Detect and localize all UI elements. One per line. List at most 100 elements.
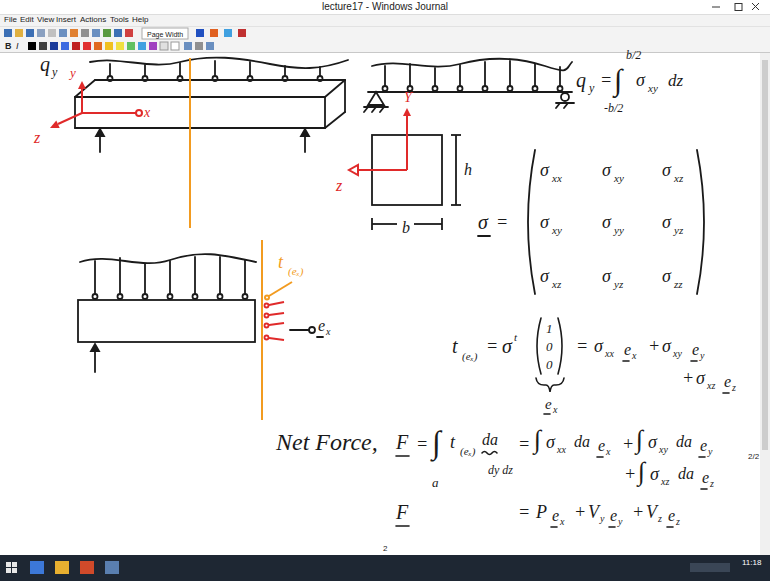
window-chrome-part xyxy=(752,3,759,10)
axis-label: z xyxy=(336,178,342,194)
window-chrome-part xyxy=(195,42,203,50)
journal-page xyxy=(0,53,770,555)
differential: da xyxy=(574,434,590,450)
stress-symbol: σ xyxy=(594,337,603,355)
beam-3d-part xyxy=(318,76,323,81)
vector-entry: 0 xyxy=(546,358,553,371)
beam-free-body-part xyxy=(94,261,96,294)
vector-symbol: e xyxy=(668,508,675,524)
beam-free-body-part xyxy=(309,327,315,333)
window-chrome-part xyxy=(0,52,770,53)
equation-marks-part xyxy=(558,318,562,374)
stress-symbol: σ xyxy=(540,267,549,285)
traction-arrows-part xyxy=(269,302,284,305)
force-symbol: F xyxy=(396,502,408,522)
simply-supported-beam-part xyxy=(383,86,388,91)
equation-marks-part xyxy=(667,526,673,528)
beam-3d xyxy=(75,58,348,152)
beam-3d-part xyxy=(143,76,148,81)
coordinate-axes-part xyxy=(58,113,82,124)
beam-free-body-part xyxy=(144,264,146,294)
subscript: x xyxy=(553,405,557,415)
dimension-label: h xyxy=(464,162,472,178)
coordinate-axes-part xyxy=(82,112,136,114)
force-component: V xyxy=(646,503,657,521)
simply-supported-beam-part xyxy=(508,86,513,91)
cut-section-part xyxy=(261,240,263,420)
stress-symbol: σ xyxy=(662,213,671,231)
window-chrome-part xyxy=(105,42,113,50)
toolbar-button: I xyxy=(16,42,19,51)
stress-symbol: σ xyxy=(662,337,671,355)
plus-sign: + xyxy=(682,369,694,387)
menu-item: Tools xyxy=(110,16,129,24)
window-chrome-part xyxy=(92,29,100,37)
taskbar-part xyxy=(12,562,17,567)
menu-item: Actions xyxy=(80,16,106,24)
traction-arrows-part xyxy=(269,338,284,340)
cross-section-part xyxy=(372,223,397,225)
toolbar-dropdown: Page Width xyxy=(147,31,183,38)
taskbar-part xyxy=(12,568,17,573)
coordinate-axes xyxy=(50,81,142,128)
window-chrome-part xyxy=(196,29,204,37)
beam-3d-part xyxy=(96,129,104,136)
subscript: xx xyxy=(605,349,614,359)
beam-free-body-part xyxy=(219,257,221,294)
coordinate-axes-part xyxy=(81,87,83,113)
axis-label: y xyxy=(70,66,76,79)
traction-arrows-part xyxy=(265,324,269,328)
equals-sign: = xyxy=(518,435,530,453)
load-symbol: q xyxy=(40,54,50,74)
subscript: (eₓ) xyxy=(288,266,303,277)
matrix-brackets-part xyxy=(697,150,704,294)
taskbar-part xyxy=(6,568,11,573)
stress-symbol: σ xyxy=(662,161,671,179)
traction-symbol: t xyxy=(452,336,458,356)
equation-marks-part xyxy=(396,525,409,527)
subscript: xz xyxy=(674,173,683,184)
beam-free-body xyxy=(78,254,323,372)
subscript: xz xyxy=(552,279,561,290)
window-chrome-part xyxy=(127,42,135,50)
stress-symbol: σ xyxy=(540,161,549,179)
beam-free-body-part xyxy=(119,258,121,294)
equation-marks-part xyxy=(701,488,707,490)
subscript: y xyxy=(618,517,622,527)
window-chrome-part xyxy=(70,29,78,37)
integral-sign: ∫ xyxy=(432,426,441,458)
axis-label: z xyxy=(34,130,40,146)
differential: dy dz xyxy=(488,464,513,476)
window-chrome-part xyxy=(149,42,157,50)
equation-marks-part xyxy=(597,456,603,458)
cross-section-part xyxy=(371,218,373,230)
window-chrome-part xyxy=(238,29,246,37)
vector-symbol: e xyxy=(598,438,605,454)
vector-symbol: e xyxy=(610,508,617,524)
differential: dz xyxy=(668,72,683,89)
window-chrome-part xyxy=(712,7,720,8)
window-chrome-part xyxy=(138,42,146,50)
subscript: y xyxy=(708,447,712,457)
window-chrome-part xyxy=(210,29,218,37)
vector-symbol: e xyxy=(724,374,731,390)
simply-supported-beam-part xyxy=(483,86,488,91)
simply-supported-beam-part xyxy=(384,66,386,86)
differential: da xyxy=(676,434,692,450)
vector-symbol: e xyxy=(552,508,559,524)
subscript: xx xyxy=(557,445,566,455)
section-axes-part xyxy=(358,169,407,171)
equation-marks-part xyxy=(609,526,615,528)
simply-supported-beam-part xyxy=(409,64,411,86)
window-chrome-part xyxy=(28,42,36,50)
load-symbol: q xyxy=(576,70,586,90)
subscript: xy xyxy=(648,83,658,94)
beam-3d-part xyxy=(325,112,345,128)
beam-free-body-part xyxy=(244,260,246,294)
plus-sign: + xyxy=(648,337,660,355)
differential: da xyxy=(678,466,694,482)
dimension-label: b xyxy=(402,220,410,236)
axis-label: Y xyxy=(404,91,412,105)
vector-symbol: e xyxy=(545,397,552,412)
beam-free-body-part xyxy=(194,257,196,294)
